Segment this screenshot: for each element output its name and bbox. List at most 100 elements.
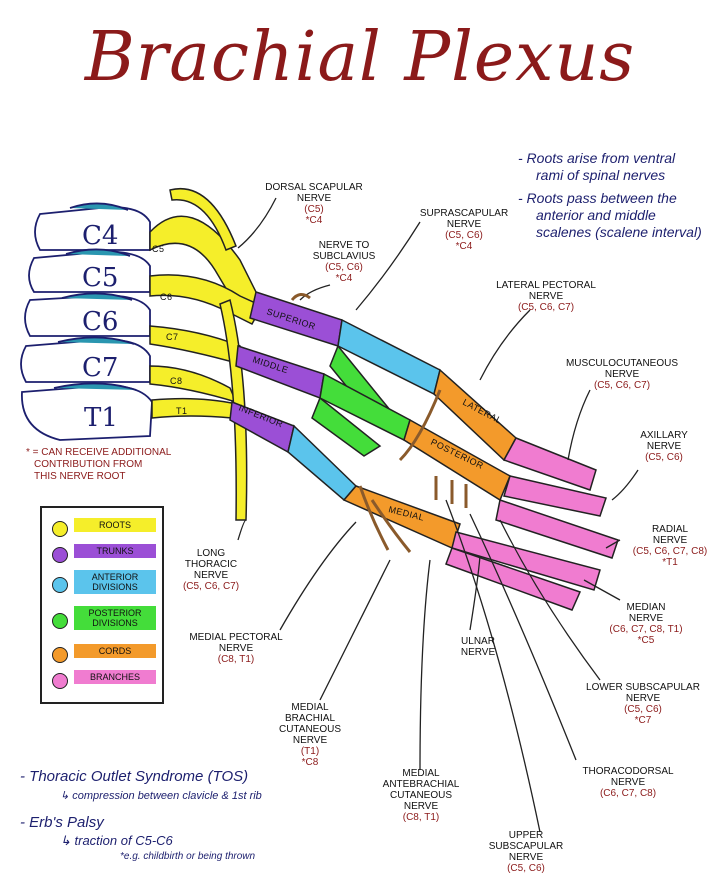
nerve-name: NERVE: [292, 735, 328, 746]
nerve-extra: *C8: [301, 757, 319, 768]
note-line: - Roots arise from ventral: [518, 150, 676, 166]
nerve-name: SUBSCAPULAR: [488, 841, 564, 852]
nerve-name: SUPRASCAPULAR: [419, 208, 509, 219]
nerve-roots: (T1): [300, 746, 320, 757]
note-line: scalenes (scalene interval): [536, 224, 702, 240]
legend-item: ANTERIOR DIVISIONS: [52, 570, 158, 600]
nerve-roots: (C5, C6): [325, 262, 363, 273]
clinical-notes: - Thoracic Outlet Syndrome (TOS) ↳ compr…: [20, 768, 360, 862]
posterior-division-inferior: [311, 396, 382, 457]
nerve-name: NERVE: [628, 613, 664, 624]
label-axillary: AXILLARY NERVE (C5, C6): [626, 430, 702, 463]
divisions: [287, 318, 441, 502]
vertebra-label-c6: C6: [82, 307, 118, 337]
legend-label: ROOTS: [74, 518, 156, 532]
nerve-extra: *T1: [662, 557, 678, 568]
note-line: * = CAN RECEIVE ADDITIONAL: [26, 447, 172, 458]
legend-swatch: [52, 577, 68, 593]
nerve-name: THORACIC: [184, 559, 238, 570]
root-c6: [149, 274, 264, 325]
nerve-name: NERVE: [193, 570, 229, 581]
nerve-name: NERVE TO: [318, 240, 370, 251]
nerve-name: LOWER SUBSCAPULAR: [586, 682, 700, 693]
vertebra-label-c4: C4: [82, 221, 118, 251]
note-erb-eg: *e.g. childbirth or being thrown: [120, 851, 256, 862]
nerve-name: MUSCULOCUTANEOUS: [565, 358, 679, 369]
label-medial-pectoral: MEDIAL PECTORAL NERVE (C8, T1): [180, 632, 292, 665]
nerve-roots: (C5, C6): [445, 230, 483, 241]
nerve-name: AXILLARY: [640, 430, 688, 441]
label-ulnar: ULNAR NERVE: [450, 636, 506, 658]
legend-item: TRUNKS: [52, 544, 158, 566]
nerve-roots: (C6, C7, C8, T1): [609, 624, 683, 635]
root-tag-c7: C7: [166, 332, 179, 342]
legend-item: CORDS: [52, 644, 158, 666]
nerve-name: NERVE: [446, 219, 482, 230]
nerve-name: DORSAL SCAPULAR: [265, 182, 363, 193]
note-tos: - Thoracic Outlet Syndrome (TOS): [20, 768, 249, 785]
legend-label: ANTERIOR DIVISIONS: [74, 570, 156, 594]
nerve-name: MEDIAL: [402, 768, 440, 779]
legend-label: TRUNKS: [74, 544, 156, 558]
nerve-name: NERVE: [218, 643, 254, 654]
color-legend: ROOTS TRUNKS ANTERIOR DIVISIONS POSTERIO…: [40, 506, 164, 704]
vertebra-c6: [24, 292, 151, 337]
nerve-extra: *C5: [637, 635, 655, 646]
leader-lines: [237, 197, 639, 833]
nerve-extra: *C4: [305, 215, 323, 226]
nerve-name: NERVE: [646, 441, 682, 452]
label-upper-subscapular: UPPER SUBSCAPULAR NERVE (C5, C6): [486, 830, 566, 874]
nerve-name: NERVE: [610, 777, 646, 788]
note-tos-sub: ↳ compression between clavicle & 1st rib: [60, 790, 262, 802]
nerve-extra: *C4: [455, 241, 473, 252]
legend-swatch: [52, 673, 68, 689]
root-tag-t1: T1: [176, 406, 188, 416]
nerve-roots: (C5, C6): [507, 863, 545, 874]
nerve-roots: (C8, T1): [217, 654, 255, 665]
nerve-extra: *C7: [634, 715, 652, 726]
vertebra-label-c5: C5: [82, 263, 118, 293]
nerve-roots: (C5, C6, C7): [593, 380, 651, 391]
nerve-roots: (C6, C7, C8): [599, 788, 657, 799]
nerve-roots: (C5): [304, 204, 324, 215]
nerve-name: RADIAL: [651, 524, 689, 535]
trunks: [229, 291, 343, 454]
nerve-name: UPPER: [508, 830, 544, 841]
dorsal-scapular-root: [169, 188, 237, 251]
vertebra-label-c7: C7: [82, 353, 118, 383]
label-long-thoracic: LONG THORACIC NERVE (C5, C6, C7): [176, 548, 246, 592]
suprascapular-nerve-branch: [290, 293, 468, 553]
page-title: Brachial Plexus: [84, 18, 636, 97]
root-tag-c5: C5: [152, 244, 165, 254]
branch-musculocutaneous: [502, 437, 597, 491]
legend-swatch: [52, 521, 68, 537]
legend-item: POSTERIOR DIVISIONS: [52, 606, 158, 636]
legend-swatch: [52, 647, 68, 663]
nerve-name: NERVE: [604, 369, 640, 380]
nerve-name: LATERAL PECTORAL: [496, 280, 596, 291]
nerve-roots: (C5, C6): [645, 452, 683, 463]
nerve-name: THORACODORSAL: [582, 766, 674, 777]
nerve-name: NERVE: [528, 291, 564, 302]
label-thoracodorsal: THORACODORSAL NERVE (C6, C7, C8): [576, 766, 680, 799]
nerve-name: MEDIAL PECTORAL: [189, 632, 283, 643]
legend-item: ROOTS: [52, 518, 158, 540]
asterisk-note: * = CAN RECEIVE ADDITIONAL CONTRIBUTION …: [26, 447, 196, 483]
root-tag-c6: C6: [160, 292, 173, 302]
nerve-name: ULNAR: [461, 636, 495, 647]
legend-item: BRANCHES: [52, 670, 158, 692]
label-medial-antebrachial: MEDIAL ANTEBRACHIAL CUTANEOUS NERVE (C8,…: [374, 768, 468, 823]
nerve-name: SUBCLAVIUS: [312, 251, 376, 262]
label-musculocutaneous: MUSCULOCUTANEOUS NERVE (C5, C6, C7): [562, 358, 682, 391]
label-medial-brachial: MEDIAL BRACHIAL CUTANEOUS NERVE (T1) *C8: [272, 702, 348, 768]
nerve-roots: (C5, C6, C7): [182, 581, 240, 592]
vertebra-t1: [21, 382, 153, 441]
note-line: rami of spinal nerves: [536, 167, 666, 183]
nerve-roots: (C5, C6, C7, C8): [632, 546, 708, 557]
nerve-name: NERVE: [625, 693, 661, 704]
nerve-roots: (C5, C6, C7): [517, 302, 575, 313]
nerve-name: NERVE: [652, 535, 688, 546]
nerve-extra: *C4: [335, 273, 353, 284]
